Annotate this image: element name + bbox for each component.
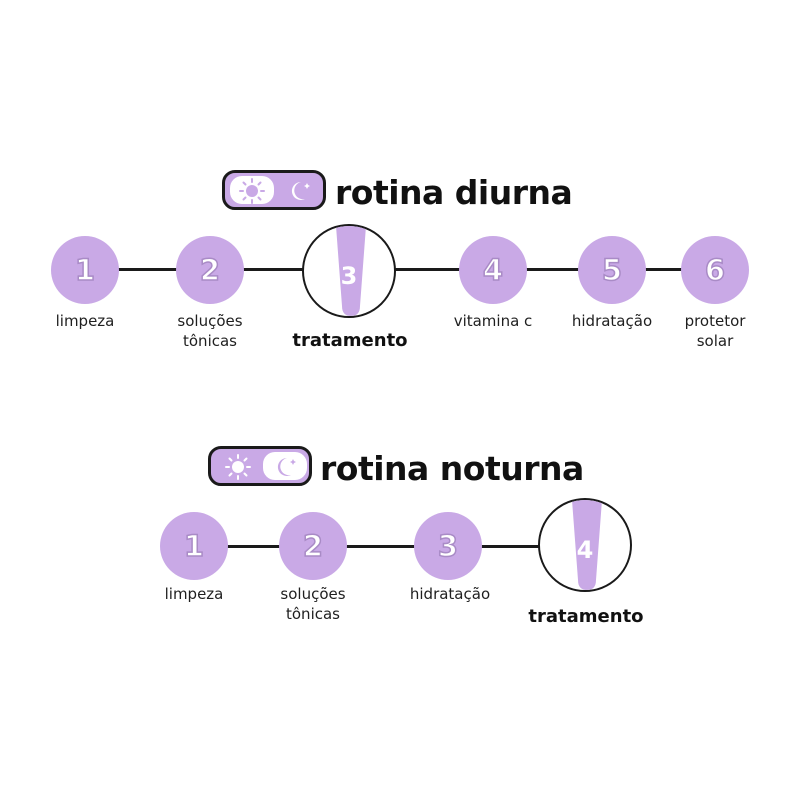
day-step-5-label: hidratação	[571, 312, 653, 330]
day-step-4-circle: 4	[459, 236, 527, 304]
night-step-1-label: limpeza	[164, 585, 224, 603]
step-number: 4	[576, 536, 594, 564]
day-night-toggle[interactable]	[222, 170, 326, 210]
night-step-4-label: tratamento	[528, 606, 644, 627]
day-step-5-circle: 5	[578, 236, 646, 304]
night-step-2-circle: 2	[279, 512, 347, 580]
product-tube-icon	[572, 500, 602, 590]
night-routine-title: rotina noturna	[320, 449, 584, 488]
day-step-3-label: tratamento	[292, 330, 408, 351]
day-step-2-circle: 2	[176, 236, 244, 304]
day-step-6-label: protetor solar	[684, 312, 746, 350]
night-step-1-circle: 1	[160, 512, 228, 580]
day-step-1-label: limpeza	[55, 312, 115, 330]
step-number: 2	[199, 252, 221, 288]
day-step-2-label: soluções tônicas	[177, 312, 243, 350]
step-number: 3	[340, 262, 358, 290]
step-number: 3	[437, 528, 459, 564]
day-step-3-highlight-circle: 3	[302, 224, 396, 318]
night-connector-line	[195, 545, 585, 548]
moon-stars-icon	[277, 457, 296, 476]
sun-icon	[239, 178, 265, 204]
day-step-1-circle: 1	[51, 236, 119, 304]
moon-stars-icon	[291, 181, 310, 200]
step-number: 6	[704, 252, 726, 288]
night-step-2-label: soluções tônicas	[280, 585, 346, 623]
step-number: 1	[74, 252, 96, 288]
sun-icon	[225, 454, 251, 480]
night-step-3-label: hidratação	[409, 585, 491, 603]
step-number: 5	[601, 252, 623, 288]
day-night-toggle[interactable]	[208, 446, 312, 486]
step-number: 1	[183, 528, 205, 564]
night-step-4-highlight-circle: 4	[538, 498, 632, 592]
step-number: 4	[482, 252, 504, 288]
product-tube-icon	[336, 226, 366, 316]
day-connector-line	[85, 268, 715, 271]
night-step-3-circle: 3	[414, 512, 482, 580]
day-step-4-label: vitamina c	[453, 312, 533, 330]
step-number: 2	[302, 528, 324, 564]
day-step-6-circle: 6	[681, 236, 749, 304]
day-routine-title: rotina diurna	[335, 173, 573, 212]
